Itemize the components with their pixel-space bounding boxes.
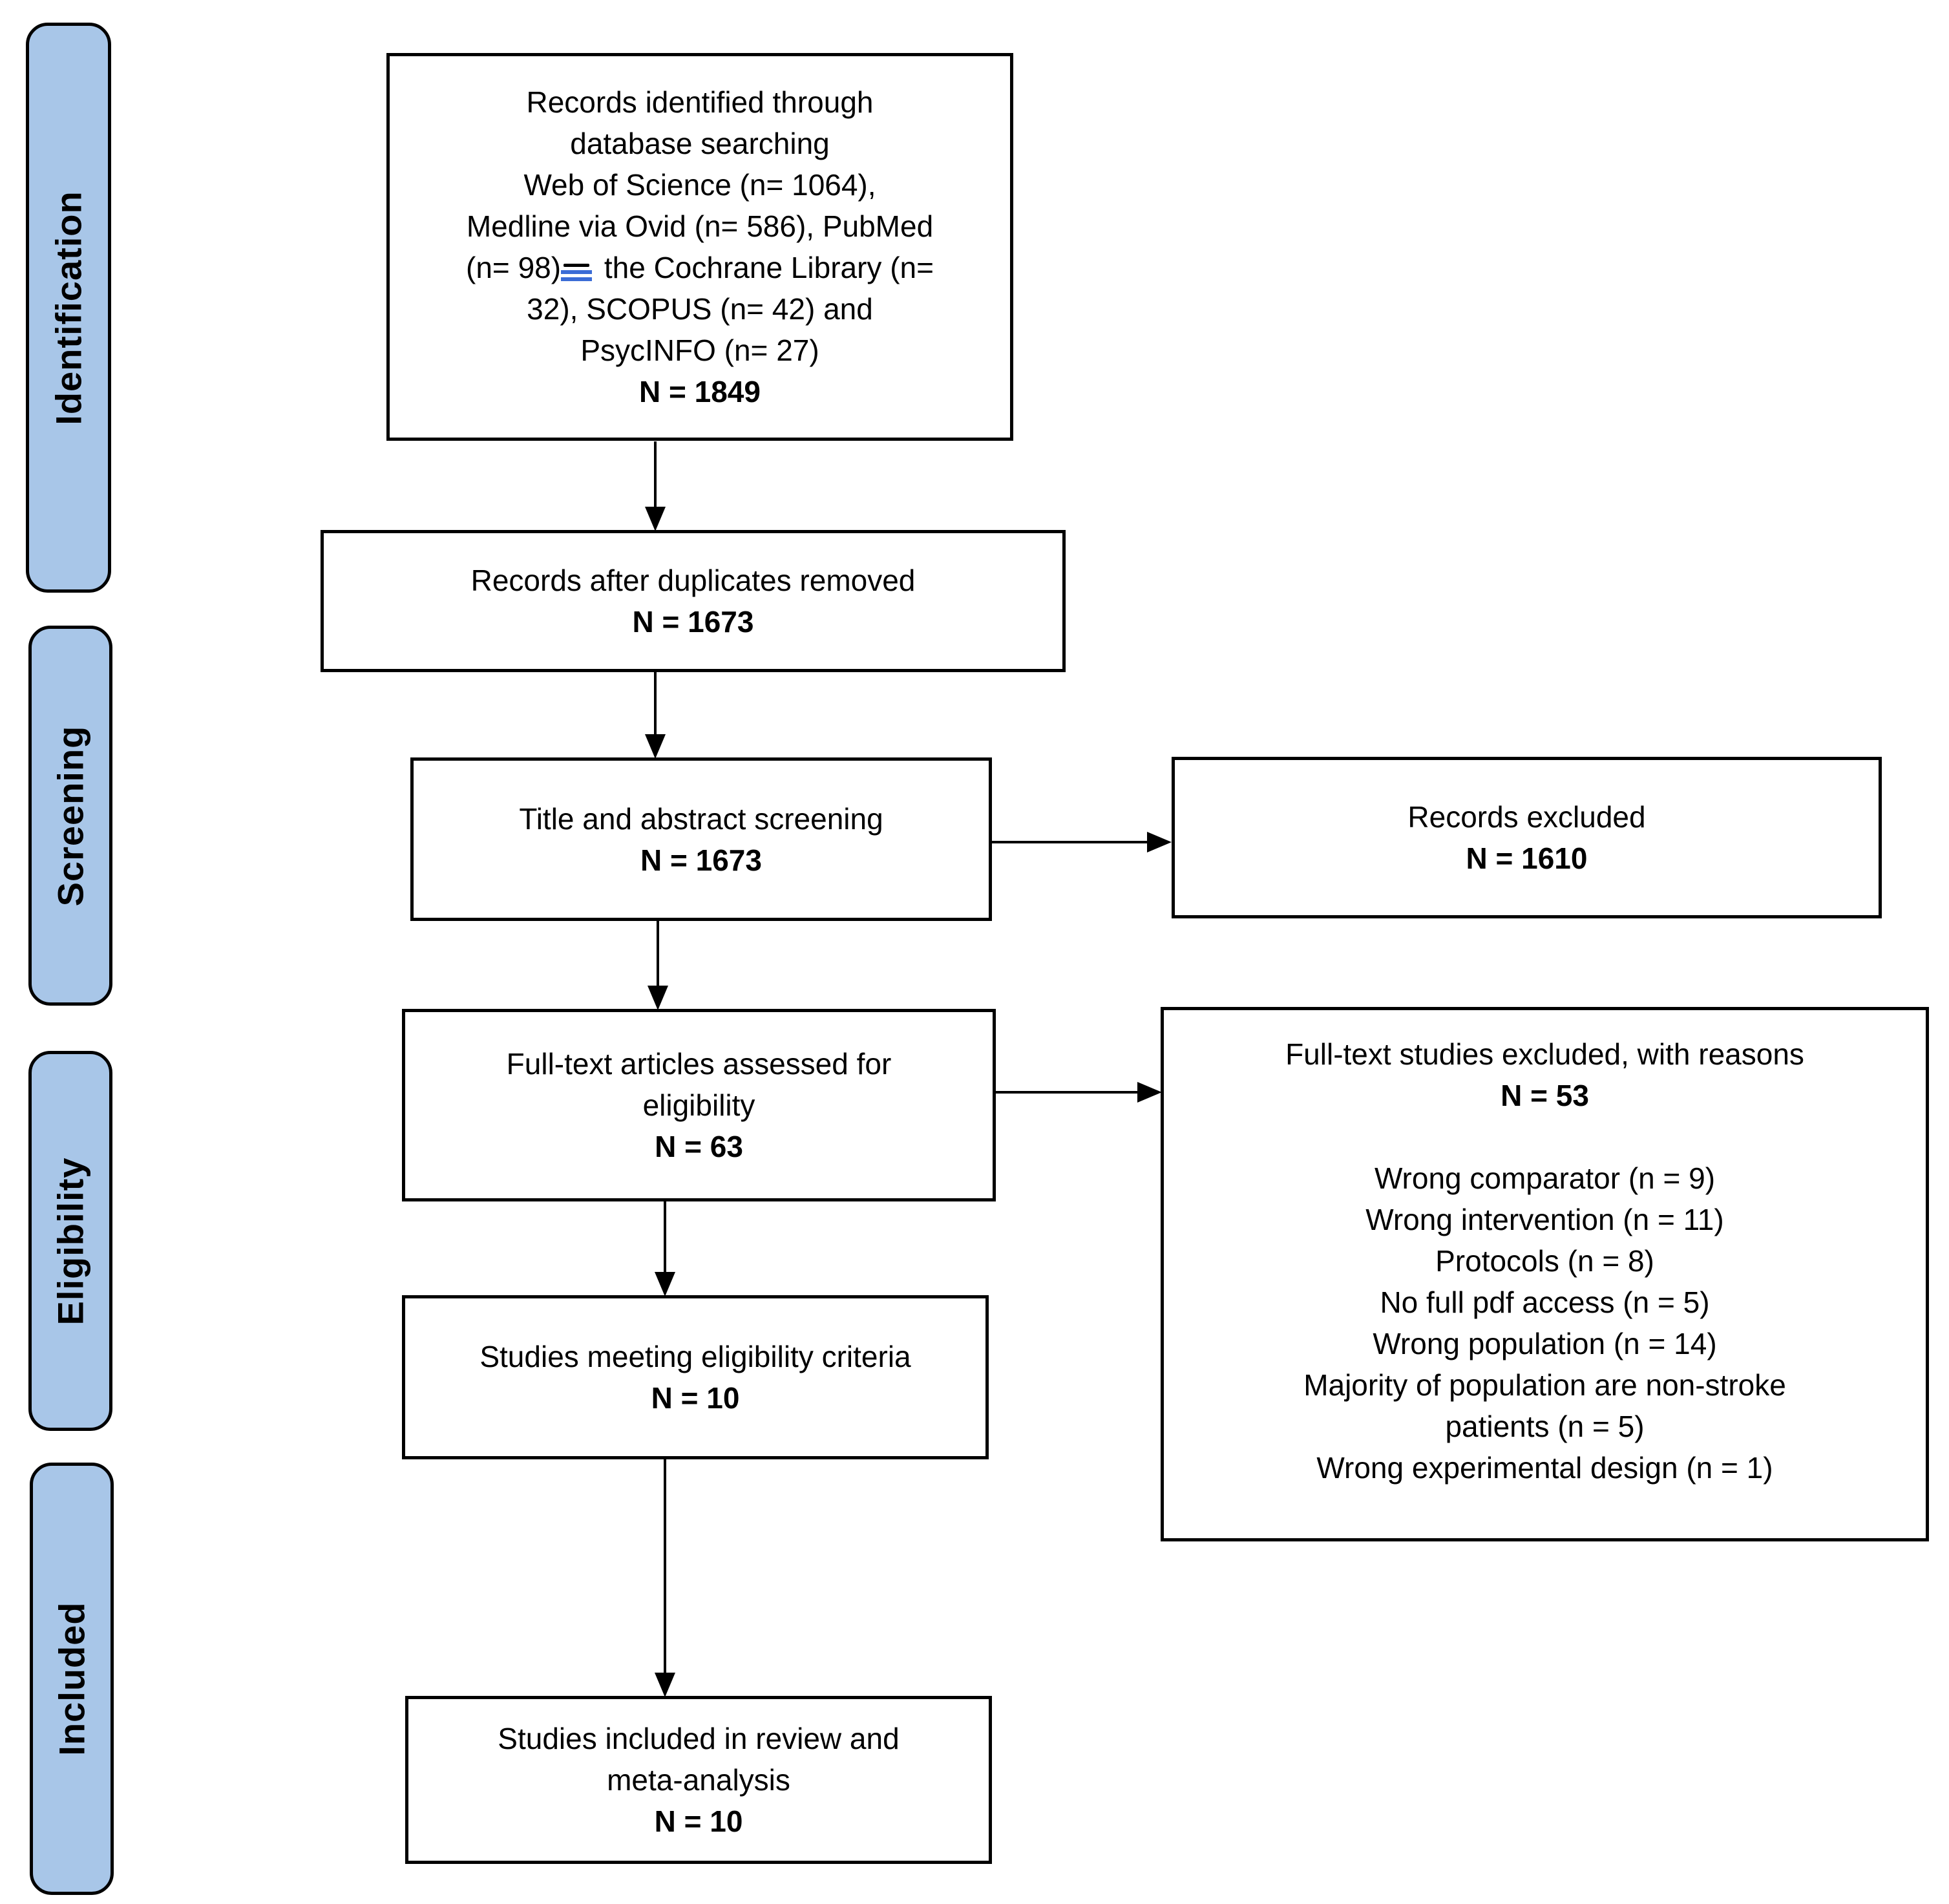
exclusion-reason: Wrong population (n = 14) <box>1373 1327 1717 1360</box>
fulltext-assessed-line: Full-text articles assessed for <box>506 1047 892 1081</box>
arrowhead-screening-to-excluded <box>1147 832 1172 852</box>
exclusion-reason: Wrong experimental design (n = 1) <box>1316 1451 1773 1485</box>
stage-label-identification: Identification <box>48 190 89 425</box>
exclusion-reason: Wrong comparator (n = 9) <box>1374 1161 1716 1195</box>
records-excluded-total: N = 1610 <box>1466 841 1588 875</box>
box-duplicates-removed: Records after duplicates removed N = 167… <box>321 530 1066 672</box>
records-identified-line: 32), SCOPUS (n= 42) and <box>527 292 873 326</box>
arrow-line-fulltext-to-excluded <box>996 1091 1137 1094</box>
sidebar-stage-eligibility: Eligibility <box>28 1051 112 1431</box>
stage-label-included: Included <box>51 1602 92 1756</box>
records-identified-line: Medline via Ovid (n= 586), PubMed <box>466 209 934 243</box>
stage-label-eligibility: Eligibility <box>50 1157 91 1325</box>
box-included-review: Studies included in review and meta-anal… <box>405 1696 992 1864</box>
records-identified-line-suffix: the Cochrane Library (n= <box>596 251 934 284</box>
stage-label-screening: Screening <box>50 725 91 906</box>
sidebar-stage-screening: Screening <box>28 626 112 1006</box>
records-identified-line: Records identified through <box>526 85 874 119</box>
fulltext-assessed-total: N = 63 <box>655 1130 743 1163</box>
sidebar-stage-included: Included <box>30 1463 114 1895</box>
title-abstract-screening-total: N = 1673 <box>640 843 762 877</box>
box-records-excluded: Records excluded N = 1610 <box>1172 757 1882 918</box>
arrow-line-duplicates-to-screening <box>654 672 657 734</box>
exclusion-reason: No full pdf access (n = 5) <box>1380 1285 1710 1319</box>
title-abstract-screening-line: Title and abstract screening <box>519 801 883 836</box>
duplicates-removed-line: Records after duplicates removed <box>470 564 916 597</box>
records-identified-line: database searching <box>570 127 830 160</box>
box-fulltext-excluded: Full-text studies excluded, with reasons… <box>1161 1007 1929 1541</box>
exclusion-reason: Wrong intervention (n = 11) <box>1365 1203 1724 1236</box>
box-fulltext-assessed: Full-text articles assessed for eligibil… <box>402 1009 996 1201</box>
sidebar-stage-identification: Identification <box>26 23 111 593</box>
box-meeting-eligibility: Studies meeting eligibility criteria N =… <box>402 1295 989 1459</box>
arrow-line-screening-to-excluded <box>992 841 1147 843</box>
box-title-abstract-screening: Title and abstract screening N = 1673 <box>410 757 992 921</box>
annotation-blue-line <box>561 277 593 281</box>
records-excluded-line: Records excluded <box>1407 800 1646 834</box>
exclusion-reason: patients (n = 5) <box>1445 1410 1645 1443</box>
records-identified-line: PsycINFO (n= 27) <box>580 333 819 367</box>
records-identified-line-with-annotation: (n= 98) the Cochrane Library (n= <box>466 247 934 288</box>
records-identified-total: N = 1849 <box>639 375 761 408</box>
duplicates-removed-total: N = 1673 <box>632 605 754 639</box>
exclusion-reason: Protocols (n = 8) <box>1435 1244 1654 1278</box>
records-identified-line: Web of Science (n= 1064), <box>523 168 876 202</box>
fulltext-excluded-title: Full-text studies excluded, with reasons <box>1285 1037 1804 1071</box>
arrow-line-eligible-to-included <box>664 1459 666 1673</box>
included-review-line: meta-analysis <box>607 1763 790 1797</box>
arrowhead-eligible-to-included <box>655 1673 675 1697</box>
arrow-line-screening-to-fulltext <box>657 921 659 986</box>
arrowhead-fulltext-to-eligible <box>655 1272 675 1296</box>
meeting-eligibility-total: N = 10 <box>651 1381 740 1415</box>
fulltext-excluded-total: N = 53 <box>1501 1079 1589 1112</box>
included-review-line: Studies included in review and <box>498 1722 900 1755</box>
box-records-identified: Records identified through database sear… <box>386 53 1013 441</box>
annotation-blue-line <box>561 270 593 274</box>
exclusion-reason: Majority of population are non-stroke <box>1303 1368 1786 1402</box>
arrow-line-fulltext-to-eligible <box>664 1201 666 1272</box>
arrow-line-identified-to-duplicates <box>654 441 657 507</box>
arrowhead-duplicates-to-screening <box>645 734 666 759</box>
records-identified-line-prefix: (n= 98) <box>466 251 562 284</box>
annotation-black-dash <box>564 264 590 267</box>
tracked-change-annotation-icon <box>561 261 596 284</box>
included-review-total: N = 10 <box>654 1804 743 1838</box>
arrowhead-fulltext-to-excluded <box>1137 1082 1162 1103</box>
fulltext-assessed-line: eligibility <box>642 1088 755 1122</box>
arrowhead-identified-to-duplicates <box>645 507 666 531</box>
meeting-eligibility-line: Studies meeting eligibility criteria <box>479 1340 911 1373</box>
arrowhead-screening-to-fulltext <box>648 986 668 1010</box>
